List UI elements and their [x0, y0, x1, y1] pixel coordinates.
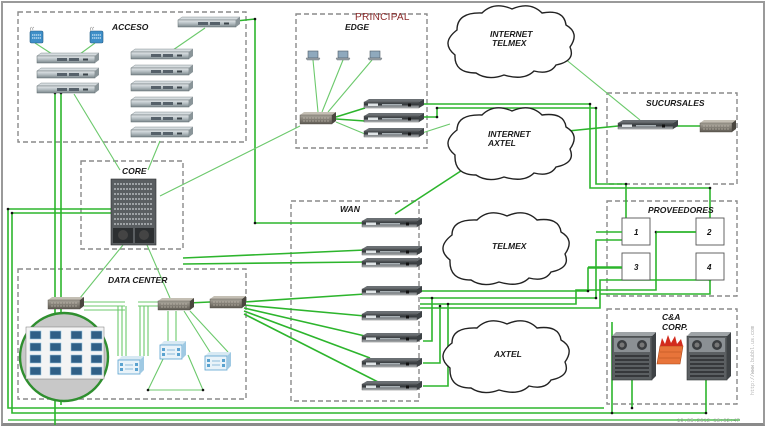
access-switch-icon [130, 111, 194, 123]
laptop-icon [367, 50, 383, 61]
zone-label-acceso: ACCESO [111, 22, 149, 32]
access-switch-icon [130, 96, 194, 108]
provider-box-2: 2 [695, 217, 725, 246]
zone-edge [295, 13, 428, 149]
provider-number: 3 [634, 263, 639, 272]
dc-multilayer-switch-icon [47, 296, 85, 310]
server-farm-icon [18, 311, 110, 403]
laptop-icon [335, 50, 351, 61]
access-switch-icon [130, 48, 194, 60]
access-switch-icon [36, 52, 100, 64]
provider-box-1: 1 [621, 217, 651, 246]
wan-router-icon [361, 380, 423, 391]
provider-links [588, 231, 711, 295]
access-switch-icon [130, 80, 194, 92]
zone-label-sucursales: SUCURSALES [646, 98, 705, 108]
zone-label-data-center: DATA CENTER [108, 275, 168, 285]
edge-multilayer-switch-icon [299, 111, 337, 125]
zone-label-cya-line1: C&A [662, 312, 680, 322]
zone-label-proveedores: PROVEEDORES [648, 205, 714, 215]
wireless-access-point-icon [29, 26, 44, 44]
provider-box-4: 4 [695, 252, 725, 281]
provider-box-3: 3 [621, 252, 651, 281]
watermark-url: http://www.bubbl.us.com [750, 326, 756, 395]
laptop-icon [305, 50, 321, 61]
edge-router-icon [363, 127, 425, 138]
cloud-label: INTERNET [488, 129, 531, 139]
wireless-access-point-icon [89, 26, 104, 44]
wan-router-icon [361, 257, 423, 268]
storage-array-icon [117, 355, 145, 375]
server-chassis-icon [611, 331, 657, 381]
access-switch-icon [36, 67, 100, 79]
wan-router-icon [361, 332, 423, 343]
timestamp: 19.05.2012 16:02:47 [677, 417, 740, 424]
zone-core [80, 160, 184, 250]
diagram-title: PRINCIPAL [355, 12, 410, 23]
wan-router-icon [361, 217, 423, 228]
wan-router-icon [361, 285, 423, 296]
wan-router-icon [361, 310, 423, 321]
server-chassis-icon [686, 331, 732, 381]
cloud-telmex: TELMEX [442, 212, 570, 286]
branch-router-icon [617, 119, 679, 130]
core-switch-chassis-icon [110, 178, 157, 246]
zone-cya-corp [606, 308, 738, 405]
zone-acceso [17, 11, 247, 143]
cloud-label: TELMEX [492, 241, 528, 251]
zone-sucursales [606, 92, 738, 185]
cloud-label: AXTEL [487, 138, 516, 148]
dc-multilayer-switch-icon [157, 297, 195, 311]
zone-label-core: CORE [122, 166, 147, 176]
cloud-label: AXTEL [493, 349, 522, 359]
cloud-label: INTERNET [490, 29, 533, 39]
wan-router-icon [361, 245, 423, 256]
dc-multilayer-switch-icon [209, 295, 247, 309]
edge-router-icon [363, 112, 425, 123]
access-switch-icon [177, 16, 241, 28]
access-switch-icon [130, 64, 194, 76]
zone-data-center [17, 268, 247, 400]
cloud-label: TELMEX [492, 38, 528, 48]
cloud-internet-telmex: INTERNET TELMEX [447, 5, 575, 79]
access-switch-icon [130, 126, 194, 138]
zone-label-cya-line2: CORP. [662, 322, 688, 332]
storage-array-icon [204, 351, 232, 371]
storage-array-icon [159, 340, 187, 360]
firewall-icon [656, 335, 684, 365]
branch-switch-icon [699, 119, 737, 133]
edge-router-icon [363, 98, 425, 109]
provider-number: 4 [706, 263, 712, 272]
provider-number: 1 [634, 228, 639, 237]
cloud-axtel: AXTEL [442, 320, 570, 394]
provider-number: 2 [706, 228, 712, 237]
wan-router-icon [361, 357, 423, 368]
zone-wan [290, 200, 420, 402]
cloud-internet-axtel: INTERNET AXTEL [447, 107, 575, 181]
zone-label-edge: EDGE [345, 22, 369, 32]
access-switch-icon [36, 82, 100, 94]
zone-proveedores [606, 200, 738, 297]
zone-label-wan: WAN [340, 204, 361, 214]
